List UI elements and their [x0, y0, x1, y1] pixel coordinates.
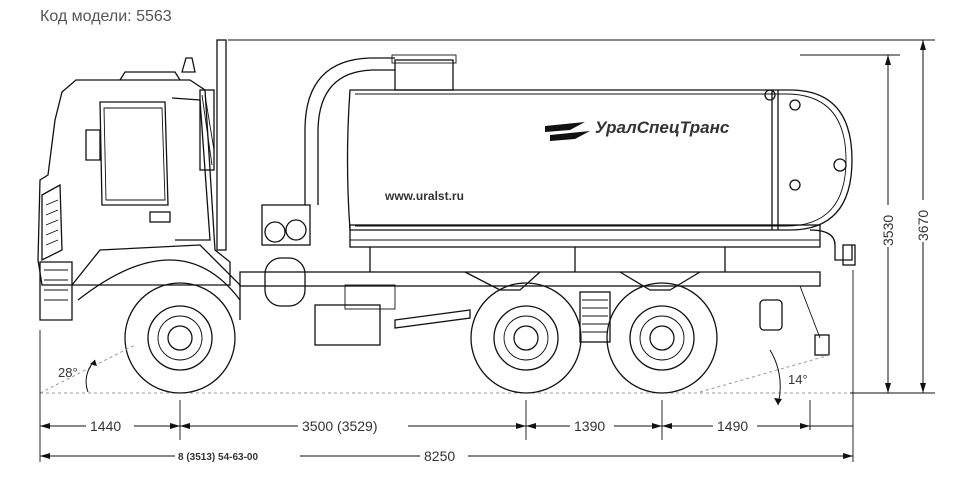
dim-rear-overhang: 1490 [717, 418, 748, 434]
brand-logo [545, 122, 590, 141]
front-wheel [124, 282, 236, 394]
rear-wheel-1 [470, 282, 582, 394]
departure-angle-label: 14° [788, 372, 808, 387]
model-code-label: Код модели: 5563 [40, 8, 172, 25]
dim-height-total: 3670 [915, 210, 931, 241]
dim-wheelbase-2: 1390 [574, 418, 605, 434]
approach-angle-marker [39, 344, 136, 394]
dim-wheelbase-1: 3500 (3529) [302, 418, 378, 434]
dim-height-tank: 3530 [880, 215, 896, 246]
dim-length-note: 8 (3513) 54-63-00 [178, 452, 258, 463]
departure-angle-marker [699, 349, 831, 406]
brand-url: www.uralst.ru [384, 189, 464, 203]
approach-angle-label: 28° [58, 365, 78, 380]
dim-front-overhang: 1440 [90, 418, 121, 434]
brand-name: УралСпецТранс [595, 118, 730, 137]
dim-total-length: 8250 [424, 448, 455, 464]
vacuum-tank [304, 54, 856, 272]
rear-wheel-2 [606, 282, 718, 394]
exhaust-pipe [216, 39, 227, 251]
cab [37, 57, 241, 321]
chassis-frame [239, 204, 830, 356]
